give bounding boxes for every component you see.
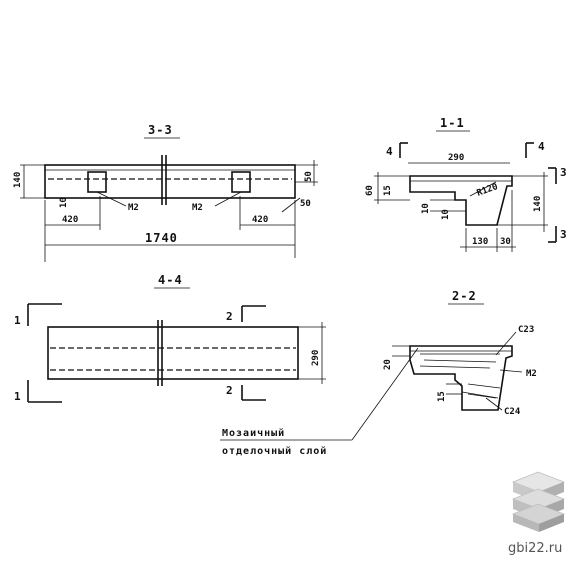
dim-130: 130	[472, 237, 488, 247]
section-3-3: 3-3 М2 М2 140 10 420 1740 4	[13, 123, 318, 262]
cut-3-bottom: 3	[560, 228, 567, 241]
dim-140: 140	[13, 172, 23, 188]
mosaic-layer-note: Мозаичный отделочный слой	[220, 347, 419, 457]
dim-420-left: 420	[62, 215, 78, 225]
dim-15-2-2: 15	[437, 391, 447, 402]
c23-label: С23	[518, 325, 534, 335]
cut-4-right: 4	[538, 140, 545, 153]
embedded-plate-left	[87, 171, 107, 193]
section-4-4: 4-4 1 1 2 2 290	[14, 273, 326, 403]
cut-2-bottom: 2	[226, 384, 233, 397]
dim-10-b: 10	[441, 209, 451, 220]
dim-50-top: 50	[304, 171, 314, 182]
section-4-4-title: 4-4	[158, 273, 183, 287]
m2-label-2-2: М2	[526, 369, 537, 379]
beam-3-3-outline	[44, 164, 296, 199]
dim-20: 20	[383, 359, 393, 370]
dim-15: 15	[383, 185, 393, 196]
note-line-1: Мозаичный	[222, 427, 285, 439]
profile-2-2	[409, 345, 513, 411]
note-line-2: отделочный слой	[222, 445, 327, 457]
dim-50-bottom: 50	[300, 199, 311, 209]
watermark-text: gbi22.ru	[508, 541, 562, 556]
section-3-3-title: 3-3	[148, 123, 173, 137]
stacked-slabs-icon	[511, 471, 566, 532]
dim-r120: R120	[476, 182, 500, 199]
cut-1-top: 1	[14, 314, 21, 327]
m2-left-label: М2	[128, 203, 139, 213]
embedded-plate-right	[231, 171, 251, 193]
section-2-2-title: 2-2	[452, 289, 477, 303]
dim-290: 290	[448, 153, 464, 163]
dim-10: 10	[59, 197, 69, 208]
cut-4-left: 4	[386, 145, 393, 158]
dim-290-4-4: 290	[311, 350, 321, 366]
cut-2-top: 2	[226, 310, 233, 323]
dim-140-right: 140	[533, 196, 543, 212]
dim-60: 60	[365, 185, 375, 196]
profile-1-1	[409, 175, 513, 226]
dim-1740: 1740	[145, 231, 178, 245]
m2-right-label: М2	[192, 203, 203, 213]
dim-10-a: 10	[421, 203, 431, 214]
section-1-1: 1-1 4 4 290 60 15 R120 140 3 3	[365, 116, 567, 252]
section-1-1-title: 1-1	[440, 116, 465, 130]
cut-3-top: 3	[560, 166, 567, 179]
cut-1-bottom: 1	[14, 390, 21, 403]
dim-420-right: 420	[252, 215, 268, 225]
c24-label: С24	[504, 407, 521, 417]
beam-4-4-outline	[47, 326, 299, 380]
section-2-2: 2-2 20 15 С23 М2 С24	[383, 289, 537, 417]
dim-30: 30	[500, 237, 511, 247]
